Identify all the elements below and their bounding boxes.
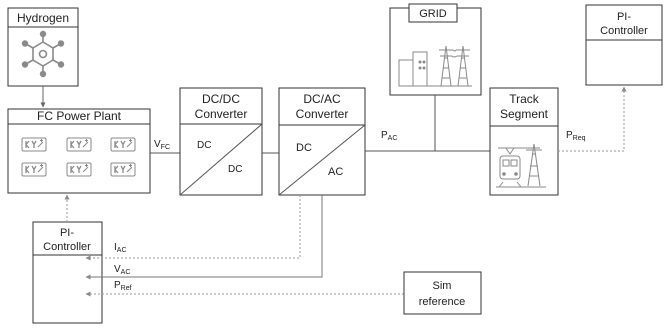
track-segment-title-line2: Segment xyxy=(500,107,549,121)
pi-controller-bottom-line2: Controller xyxy=(43,241,91,253)
dcac-input-label: DC xyxy=(296,142,312,154)
pi-controller-top-line1: PI- xyxy=(617,11,631,23)
train-catenary-icon xyxy=(496,143,546,188)
dcdc-output-label: DC xyxy=(228,164,242,175)
dcdc-title-line1: DC/DC xyxy=(202,92,240,106)
p-ref-label: PRef xyxy=(114,280,132,292)
p-ac-label: PAC xyxy=(381,130,397,142)
grid-block: GRID xyxy=(389,3,482,96)
p-req-label: PReq xyxy=(566,130,586,142)
sim-reference-block: Sim reference xyxy=(403,271,482,315)
dcac-title-line1: DC/AC xyxy=(303,92,341,106)
hydrogen-molecule-icon xyxy=(21,30,65,78)
power-grid-icon xyxy=(398,45,472,87)
p-req-feedback-line xyxy=(558,86,627,152)
pi-controller-top-line2: Controller xyxy=(600,25,648,37)
fc-power-plant-title: FC Power Plant xyxy=(37,109,122,123)
dcac-title-line2: Converter xyxy=(296,107,349,121)
dcdc-input-label: DC xyxy=(197,140,211,151)
track-segment-title-line1: Track xyxy=(509,92,540,106)
v-ac-label: VAC xyxy=(114,264,130,276)
hydrogen-title: Hydrogen xyxy=(17,11,69,25)
i-ac-label: IAC xyxy=(114,242,127,254)
hydrogen-block: Hydrogen xyxy=(7,7,79,87)
pi-controller-top-block: PI- Controller xyxy=(585,4,663,86)
v-ac-feedback-line xyxy=(85,195,323,280)
sim-reference-line1: Sim xyxy=(433,280,452,292)
i-ac-feedback-line xyxy=(85,195,301,261)
fc-power-plant-block: FC Power Plant xyxy=(7,108,151,194)
dcac-converter-block: DC/AC Converter DC AC xyxy=(278,87,366,196)
pi-controller-bottom-block: PI- Controller xyxy=(32,221,103,324)
pi-controller-bottom-line1: PI- xyxy=(60,227,74,239)
v-fc-label: VFC xyxy=(154,139,170,151)
dcdc-converter-block: DC/DC Converter DC DC xyxy=(179,87,263,196)
dcdc-title-line2: Converter xyxy=(195,107,248,121)
track-segment-block: Track Segment xyxy=(489,87,559,196)
sim-reference-line2: reference xyxy=(419,296,465,308)
grid-title: GRID xyxy=(419,8,447,20)
dcac-output-label: AC xyxy=(328,166,343,178)
